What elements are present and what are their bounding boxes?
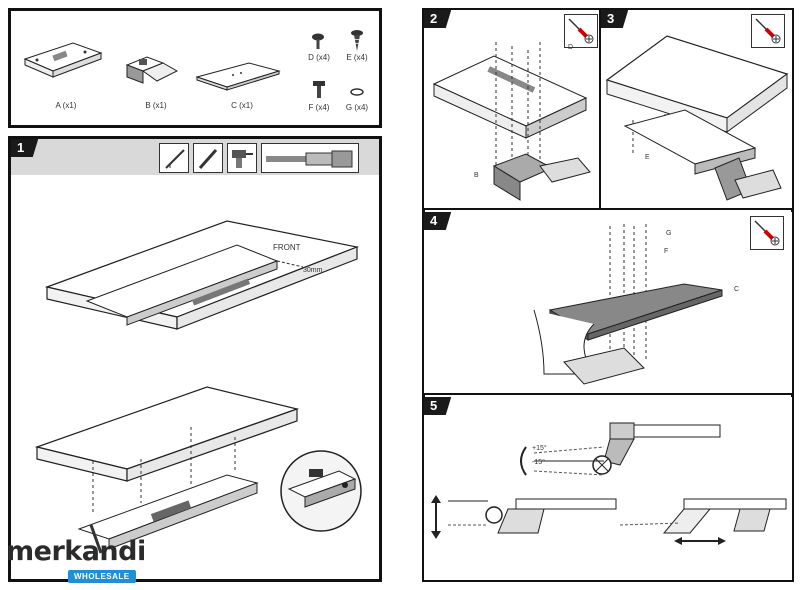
step-5-panel: 5 +15° -15°: [424, 397, 792, 580]
tilt-down-angle-label: -15°: [532, 459, 545, 466]
part-a-label: A (x1): [55, 101, 77, 110]
step-1-rail-under-desk-drawing: [44, 220, 360, 330]
drill-icon: [232, 150, 253, 168]
tilt-up-angle-label: +15°: [532, 445, 547, 452]
step-2-callout-b: B: [474, 172, 479, 179]
step-1-panel: 1 FRONT 30mm: [8, 136, 382, 582]
part-g-label: G (x4): [345, 103, 369, 112]
merkandi-logo: merkandi WHOLESALE: [6, 538, 146, 584]
drill-tool-box: [227, 143, 257, 173]
part-b-drawing: [125, 56, 179, 84]
merkandi-logo-badge: WHOLESALE: [68, 570, 136, 583]
part-e-screw-icon: [351, 30, 363, 51]
step-2-bracket-assembly-drawing: [432, 42, 591, 201]
pencil-tool-box: [159, 143, 189, 173]
part-a-drawing: [23, 42, 103, 78]
dimension-30mm-label: 30mm: [303, 267, 323, 274]
step-5-number: 5: [424, 397, 452, 415]
parts-list-panel: A (x1) B (x1) C (x1) D (x4) E (x4) F (x4…: [8, 8, 382, 128]
step-4-callout-c: C: [734, 286, 740, 293]
part-c-drawing: [195, 62, 281, 91]
pencil-tool-box-2: [193, 143, 223, 173]
step-2-panel: 2 D B: [424, 10, 601, 210]
step-1-number: 1: [11, 139, 39, 157]
step-3-number: 3: [601, 10, 629, 28]
step-3-tool-box: [751, 14, 785, 48]
phillips-screwdriver-icon: [755, 18, 781, 44]
phillips-screwdriver-icon: [754, 220, 780, 246]
pencil-icon: [198, 149, 218, 169]
step-5-depth-adjust-drawing: [619, 498, 787, 545]
step-4-callout-g: G: [666, 230, 672, 237]
drill-bit-icon: [266, 150, 353, 168]
part-f-bolt-icon: [313, 81, 325, 98]
step-4-keyboard-tray-drawing: [533, 224, 723, 385]
step-2-callout-d: D: [568, 44, 574, 51]
step-3-panel: 3 E: [601, 10, 792, 210]
step-4-number: 4: [424, 212, 452, 230]
step-2-tool-box: [564, 14, 598, 48]
step-5-height-adjust-drawing: [431, 495, 617, 539]
step-5-tilt-adjust-drawing: [520, 422, 721, 476]
part-c-label: C (x1): [231, 101, 253, 110]
step-3-desk-assembly-drawing: [605, 35, 789, 201]
step-4-tool-box: [750, 216, 784, 250]
part-e-label: E (x4): [346, 53, 368, 62]
part-d-screw-icon: [312, 33, 324, 49]
part-b-label: B (x1): [145, 101, 167, 110]
part-f-label: F (x4): [308, 103, 330, 112]
part-d-label: D (x4): [308, 53, 330, 62]
ruler-icon: [165, 149, 185, 169]
step-2-number: 2: [424, 10, 452, 28]
merkandi-logo-wordmark: merkandi: [6, 536, 146, 567]
step-4-panel: 4 G F C: [424, 212, 792, 395]
step-1-detail-magnifier: [280, 450, 362, 532]
phillips-screwdriver-icon: [568, 18, 594, 44]
front-label: FRONT: [273, 243, 301, 252]
step-3-callout-e: E: [645, 154, 650, 161]
drill-bit-tool-box: [261, 143, 359, 173]
step-4-callout-f: F: [664, 248, 669, 255]
step-1-mounting-drawing: [34, 386, 300, 554]
part-g-washer-icon: [350, 88, 364, 96]
